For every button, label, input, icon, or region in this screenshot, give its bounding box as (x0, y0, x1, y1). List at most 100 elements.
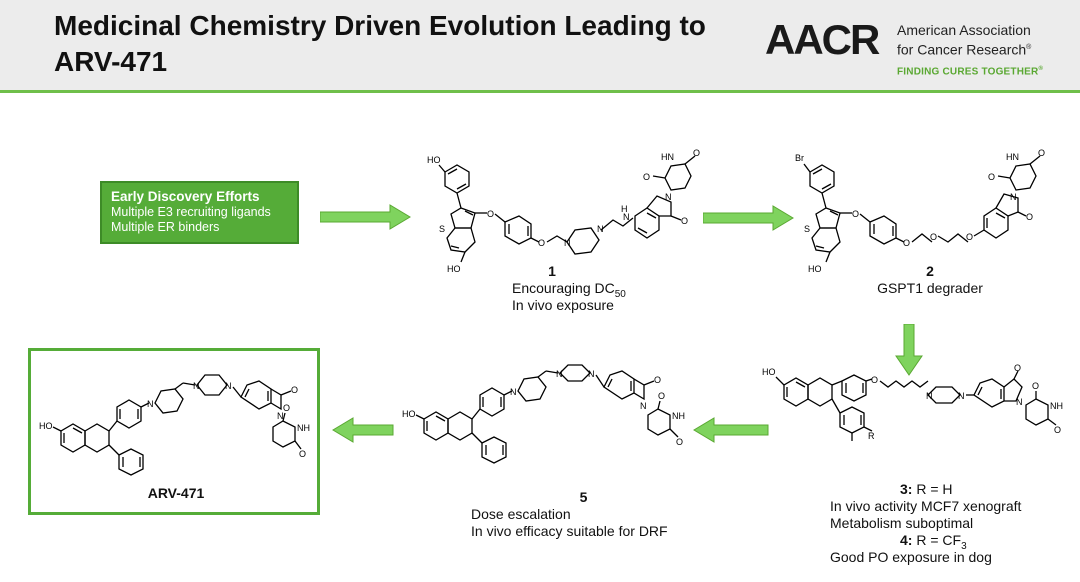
compound-3-label: 3: (900, 481, 913, 497)
c1-pip-n1: N (564, 238, 571, 248)
c2-sulfur: S (804, 224, 810, 234)
aacr-tagline-mark: ® (1038, 66, 1044, 72)
arv-471-box: HO N N N O N NH O O ARV-471 (28, 348, 320, 515)
c5-piz-n1: N (556, 369, 563, 379)
arv-ho: HO (39, 421, 53, 431)
c3-lactam-o: O (1014, 363, 1021, 373)
c1-ho-bottom: HO (447, 264, 461, 274)
arrow-3-to-5 (693, 417, 769, 443)
c1-o-link: O (538, 238, 545, 248)
arv-lactam-o: O (291, 385, 298, 395)
c2-ho: HO (808, 264, 822, 274)
c2-imide-o2: O (988, 172, 995, 182)
c3-pip-n2: N (958, 391, 965, 401)
c1-ether-o: O (487, 209, 494, 219)
compound-2-caption: 2 GSPT1 degrader (868, 263, 992, 297)
arv-lactam-n: N (277, 411, 284, 421)
c5-imide-o1: O (658, 391, 665, 401)
compound-2-number: 2 (926, 263, 934, 279)
compound-1-dc50-sub: 50 (614, 288, 626, 300)
c1-imide-hn: HN (661, 152, 674, 162)
compound-3-line2: Metabolism suboptimal (830, 515, 974, 531)
arv-piz-n2: N (225, 381, 232, 391)
aacr-org-line2: for Cancer Research (897, 41, 1027, 58)
arv-pip-n: N (147, 399, 154, 409)
c1-nh: H (621, 204, 628, 214)
c3-imide-nh: NH (1050, 401, 1063, 411)
c1-ho-top: HO (427, 155, 441, 165)
c3-ho: HO (762, 367, 776, 377)
c5-pip-n: N (510, 387, 517, 397)
c1-lactam-n: N (665, 192, 672, 202)
arrow-early-to-1 (320, 204, 411, 230)
arv-imide-o1: O (283, 403, 290, 413)
arv-471-label: ARV-471 (147, 485, 205, 501)
arv-piz-n1: N (193, 381, 200, 391)
c1-imide-o1: O (693, 148, 700, 158)
compound-2-structure: Br S HO O O O O N O HN O O (795, 148, 1045, 274)
compound-5-line2: In vivo efficacy suitable for DRF (471, 523, 668, 539)
arrow-5-to-arv (332, 417, 394, 443)
c1-amine-n: N (623, 212, 630, 222)
c3-pip-n1: N (926, 391, 933, 401)
early-discovery-title: Early Discovery Efforts (111, 189, 260, 204)
arrow-2-to-3 (895, 324, 923, 376)
early-discovery-line1: Multiple E3 recruiting ligands (111, 205, 271, 219)
c5-lactam-n: N (640, 401, 647, 411)
slide-header: Medicinal Chemistry Driven Evolution Lea… (0, 0, 1080, 93)
aacr-logo-mark: AACR (765, 16, 880, 63)
compound-4-line1: Good PO exposure in dog (830, 549, 992, 565)
compound-1-caption: 1 Encouraging DC50 In vivo exposure (512, 263, 626, 314)
c3-r-group: R (868, 431, 875, 441)
c3-ether-o: O (871, 375, 878, 385)
compound-4-cf3-sub: 3 (961, 540, 967, 552)
aacr-tagline: FINDING CURES TOGETHER® (897, 66, 1043, 77)
c5-imide-nh: NH (672, 411, 685, 421)
compound-4-label: 4: (900, 532, 913, 548)
compound-2-line1: GSPT1 degrader (877, 280, 983, 296)
arv-471-structure: HO N N N O N NH O O (39, 374, 310, 476)
c3-imide-o1: O (1032, 381, 1039, 391)
compound-3-line1: In vivo activity MCF7 xenograft (830, 498, 1022, 514)
compound-5-structure: HO N N N O N NH O O (402, 364, 685, 464)
compound-1-line1: Encouraging DC (512, 280, 615, 296)
c2-bromine: Br (795, 153, 804, 163)
c2-lactam-o: O (1026, 212, 1033, 222)
c2-ether-o: O (852, 209, 859, 219)
compound-3-r-def: R = H (912, 481, 953, 497)
c1-pip-n2: N (597, 224, 604, 234)
compound-5-number: 5 (579, 489, 588, 505)
aacr-logo: AACR American Association for Cancer Res… (765, 18, 1065, 80)
c5-ho: HO (402, 409, 416, 419)
c5-lactam-o: O (654, 375, 661, 385)
c2-lactam-n: N (1010, 192, 1017, 202)
compound-1-structure: HO S HO O O N N H N O N HN O O (427, 148, 700, 274)
c2-peg-o2: O (930, 232, 937, 242)
compound-3-structure: HO R O N N N O NH O O (762, 363, 1063, 441)
c5-piz-n2: N (588, 369, 595, 379)
c1-lactam-o: O (681, 216, 688, 226)
aacr-logo-org: American Association for Cancer Research… (897, 22, 1031, 59)
c2-peg-o1: O (903, 238, 910, 248)
slide-title: Medicinal Chemistry Driven Evolution Lea… (54, 10, 706, 77)
aacr-reg-mark: ® (1026, 44, 1032, 51)
compound-4-r-def: R = CF (912, 532, 962, 548)
early-discovery-line2: Multiple ER binders (111, 220, 220, 234)
compound-5-caption: 5 Dose escalation In vivo efficacy suita… (471, 489, 696, 540)
early-discovery-box: Early Discovery Efforts Multiple E3 recr… (100, 181, 299, 244)
c2-peg-o3: O (966, 232, 973, 242)
c1-imide-o2: O (643, 172, 650, 182)
c2-imide-o1: O (1038, 148, 1045, 158)
compound-1-number: 1 (548, 263, 556, 279)
compound-5-line1: Dose escalation (471, 506, 571, 522)
aacr-org-line1: American Association (897, 22, 1031, 38)
c5-imide-o2: O (676, 437, 683, 447)
arv-imide-o2: O (299, 449, 306, 459)
arrow-1-to-2 (703, 205, 794, 231)
c2-imide-hn: HN (1006, 152, 1019, 162)
arv-imide-nh: NH (297, 423, 310, 433)
c3-lactam-n: N (1016, 397, 1023, 407)
compound-3-caption: 3: R = H In vivo activity MCF7 xenograft… (830, 481, 1021, 566)
aacr-tagline-text: FINDING CURES TOGETHER (897, 66, 1039, 78)
c1-sulfur: S (439, 224, 445, 234)
